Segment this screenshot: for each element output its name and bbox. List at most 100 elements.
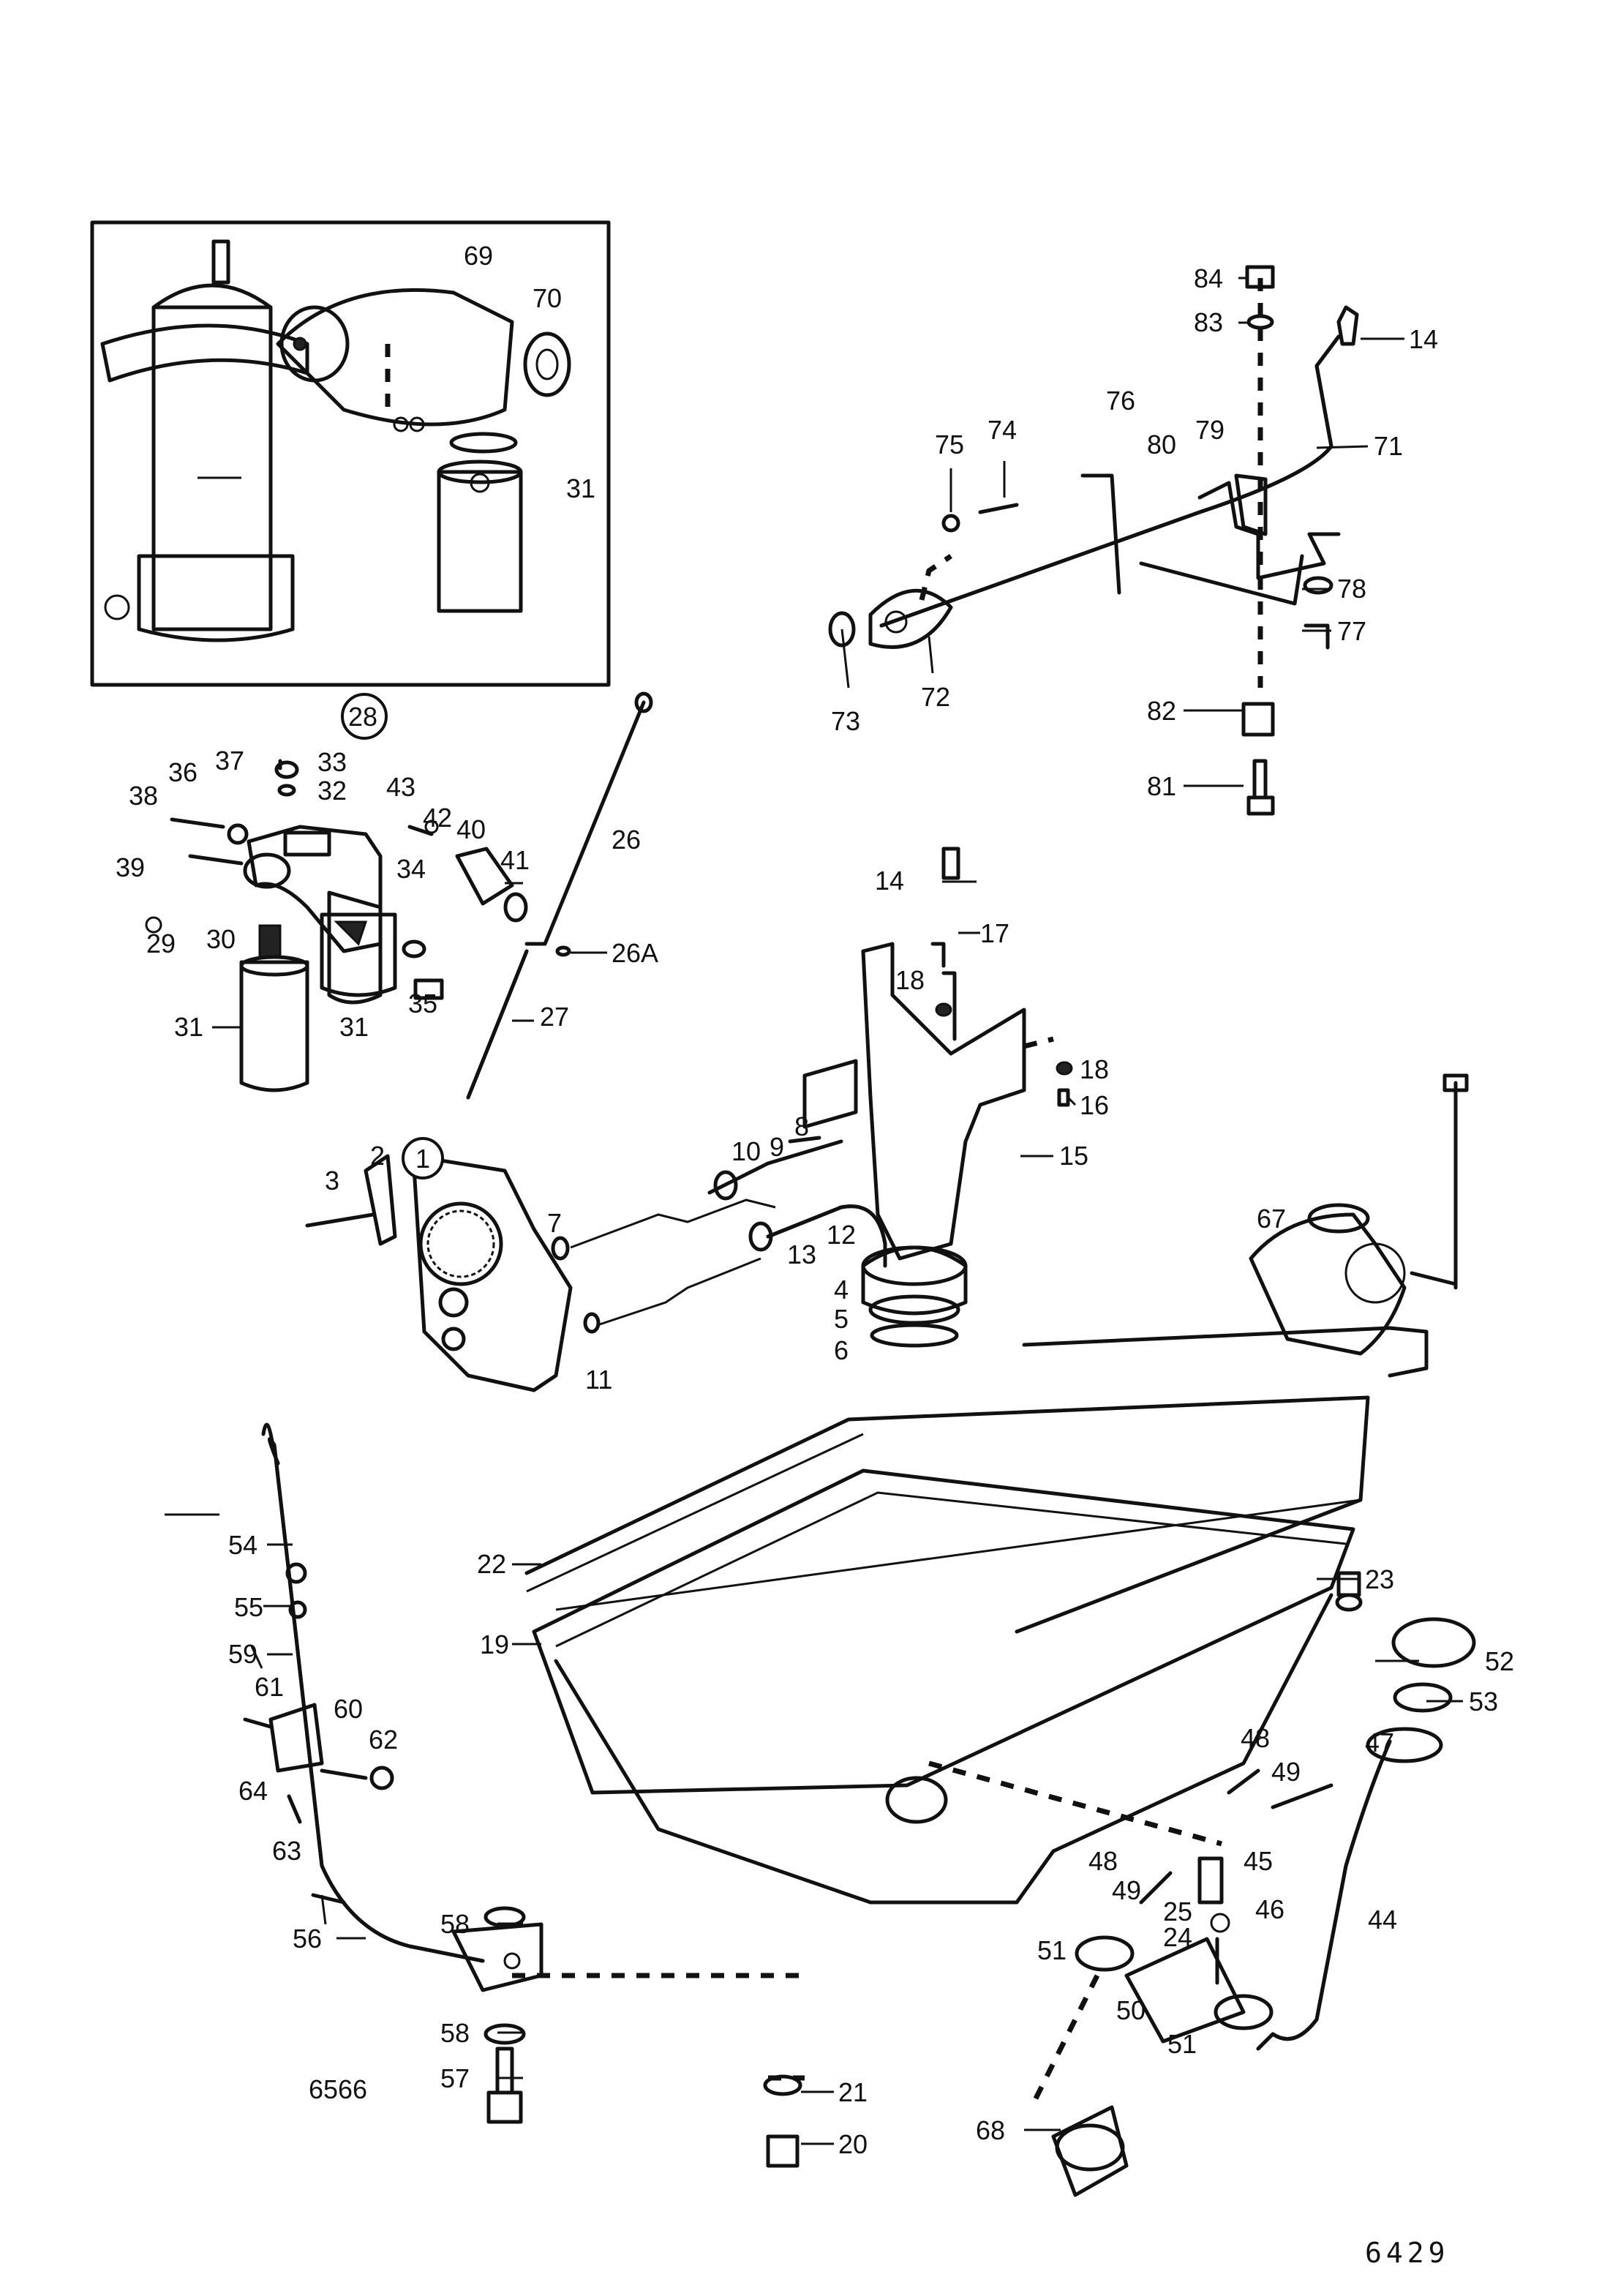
callout-55: 55 <box>234 1592 263 1622</box>
callout-72: 72 <box>921 682 950 712</box>
oil-sump <box>512 1326 1429 2081</box>
callout-70: 70 <box>533 283 562 313</box>
callout-48: 48 <box>1088 1846 1118 1876</box>
callout-57: 57 <box>440 2063 470 2093</box>
callout-30: 30 <box>206 924 236 954</box>
callout-41: 41 <box>500 845 530 875</box>
callout-11: 11 <box>585 1365 612 1395</box>
callout-14: 14 <box>1409 324 1438 354</box>
inset-canister-filter <box>100 239 309 642</box>
callout-7: 7 <box>547 1208 562 1238</box>
callout-63: 63 <box>272 1836 301 1866</box>
callout-32: 32 <box>317 776 347 806</box>
callout-80: 80 <box>1147 429 1176 459</box>
callout-74: 74 <box>988 415 1017 445</box>
callout-77: 77 <box>1337 616 1366 646</box>
callout-labels: 69 70 31 84 83 14 76 74 75 79 80 71 78 7… <box>116 241 1514 2159</box>
callout-38: 38 <box>129 781 158 811</box>
callout-78: 78 <box>1337 574 1366 604</box>
callout-29: 29 <box>146 928 176 958</box>
callout-26: 26 <box>612 825 641 855</box>
callout-37: 37 <box>215 746 244 776</box>
callout-46: 46 <box>1255 1894 1284 1924</box>
callout-15: 15 <box>1059 1141 1088 1171</box>
callout-52: 52 <box>1485 1646 1514 1676</box>
callout-50: 50 <box>1116 1995 1146 2025</box>
callout-18: 18 <box>1080 1054 1109 1084</box>
callout-5: 5 <box>834 1304 849 1334</box>
callout-61: 61 <box>255 1672 284 1702</box>
callout-60: 60 <box>334 1694 363 1724</box>
callout-1: 1 <box>415 1144 430 1174</box>
callout-25: 25 <box>1163 1897 1192 1927</box>
callout-48: 48 <box>1241 1723 1270 1753</box>
inset-box <box>90 220 611 687</box>
callout-14: 14 <box>875 866 904 896</box>
callout-8: 8 <box>794 1111 809 1141</box>
callout-28-circle <box>341 693 388 740</box>
callout-54: 54 <box>228 1530 257 1560</box>
callout-17: 17 <box>980 918 1009 948</box>
callout-31: 31 <box>566 473 595 503</box>
callout-51: 51 <box>1167 2029 1197 2059</box>
callout-18: 18 <box>895 965 925 995</box>
figure-number: 6429 <box>1365 2237 1450 2269</box>
callout-9: 9 <box>770 1132 784 1162</box>
callout-34: 34 <box>396 854 426 884</box>
callout-28: 28 <box>348 702 377 732</box>
callout-56: 56 <box>293 1924 322 1954</box>
callout-3: 3 <box>325 1166 339 1196</box>
filler-neck <box>928 1617 1476 2051</box>
callout-71: 71 <box>1374 431 1403 461</box>
dipstick-upper <box>466 691 653 1100</box>
callout-83: 83 <box>1194 307 1223 337</box>
callout-42: 42 <box>423 803 452 833</box>
callout-4: 4 <box>834 1275 849 1305</box>
callout-13: 13 <box>787 1239 816 1269</box>
callout-39: 39 <box>116 852 145 882</box>
callout-47: 47 <box>1365 1727 1394 1757</box>
filter-head-assembly <box>145 759 528 1092</box>
lower-dipstick-tube <box>243 1422 802 2168</box>
callout-35: 35 <box>408 988 437 1018</box>
callout-44: 44 <box>1368 1905 1397 1935</box>
callout-10: 10 <box>731 1136 761 1166</box>
callout-84: 84 <box>1194 263 1223 293</box>
callout-23: 23 <box>1365 1564 1394 1594</box>
callout-81: 81 <box>1147 771 1176 801</box>
callout-51: 51 <box>1037 1935 1067 1965</box>
callout-24: 24 <box>1163 1922 1192 1952</box>
callout-68: 68 <box>976 2115 1005 2145</box>
callout-43: 43 <box>386 772 415 802</box>
callout-69: 69 <box>464 241 493 271</box>
callout-33: 33 <box>317 747 347 777</box>
callout-64: 64 <box>238 1776 268 1806</box>
callout-16: 16 <box>1080 1090 1109 1120</box>
leader-lines <box>165 277 1463 2145</box>
callout-31: 31 <box>174 1012 203 1042</box>
callout-73: 73 <box>831 706 860 736</box>
callout-66: 66 <box>338 2074 367 2104</box>
hose-and-clamps <box>1028 1935 1274 2197</box>
callout-12: 12 <box>827 1220 856 1250</box>
callout-82: 82 <box>1147 696 1176 726</box>
callout-59: 59 <box>228 1639 257 1669</box>
callout-67: 67 <box>1257 1204 1286 1234</box>
callout-62: 62 <box>369 1725 398 1755</box>
cooler-pipe-assembly <box>828 265 1359 816</box>
callout-76: 76 <box>1106 386 1135 416</box>
callout-22: 22 <box>477 1549 506 1579</box>
pipe-bracket <box>802 847 1073 1261</box>
callout-65: 65 <box>309 2074 338 2104</box>
callout-79: 79 <box>1195 415 1225 445</box>
inset-filter-head <box>276 288 514 432</box>
callout-6: 6 <box>834 1335 849 1365</box>
callout-40: 40 <box>456 814 486 844</box>
inset-gasket-70 <box>523 331 571 397</box>
callout-26A: 26A <box>612 938 658 968</box>
water-pump <box>1249 1073 1469 1356</box>
callout-2: 2 <box>370 1141 385 1171</box>
callout-21: 21 <box>838 2077 868 2107</box>
callout-20: 20 <box>838 2129 868 2159</box>
